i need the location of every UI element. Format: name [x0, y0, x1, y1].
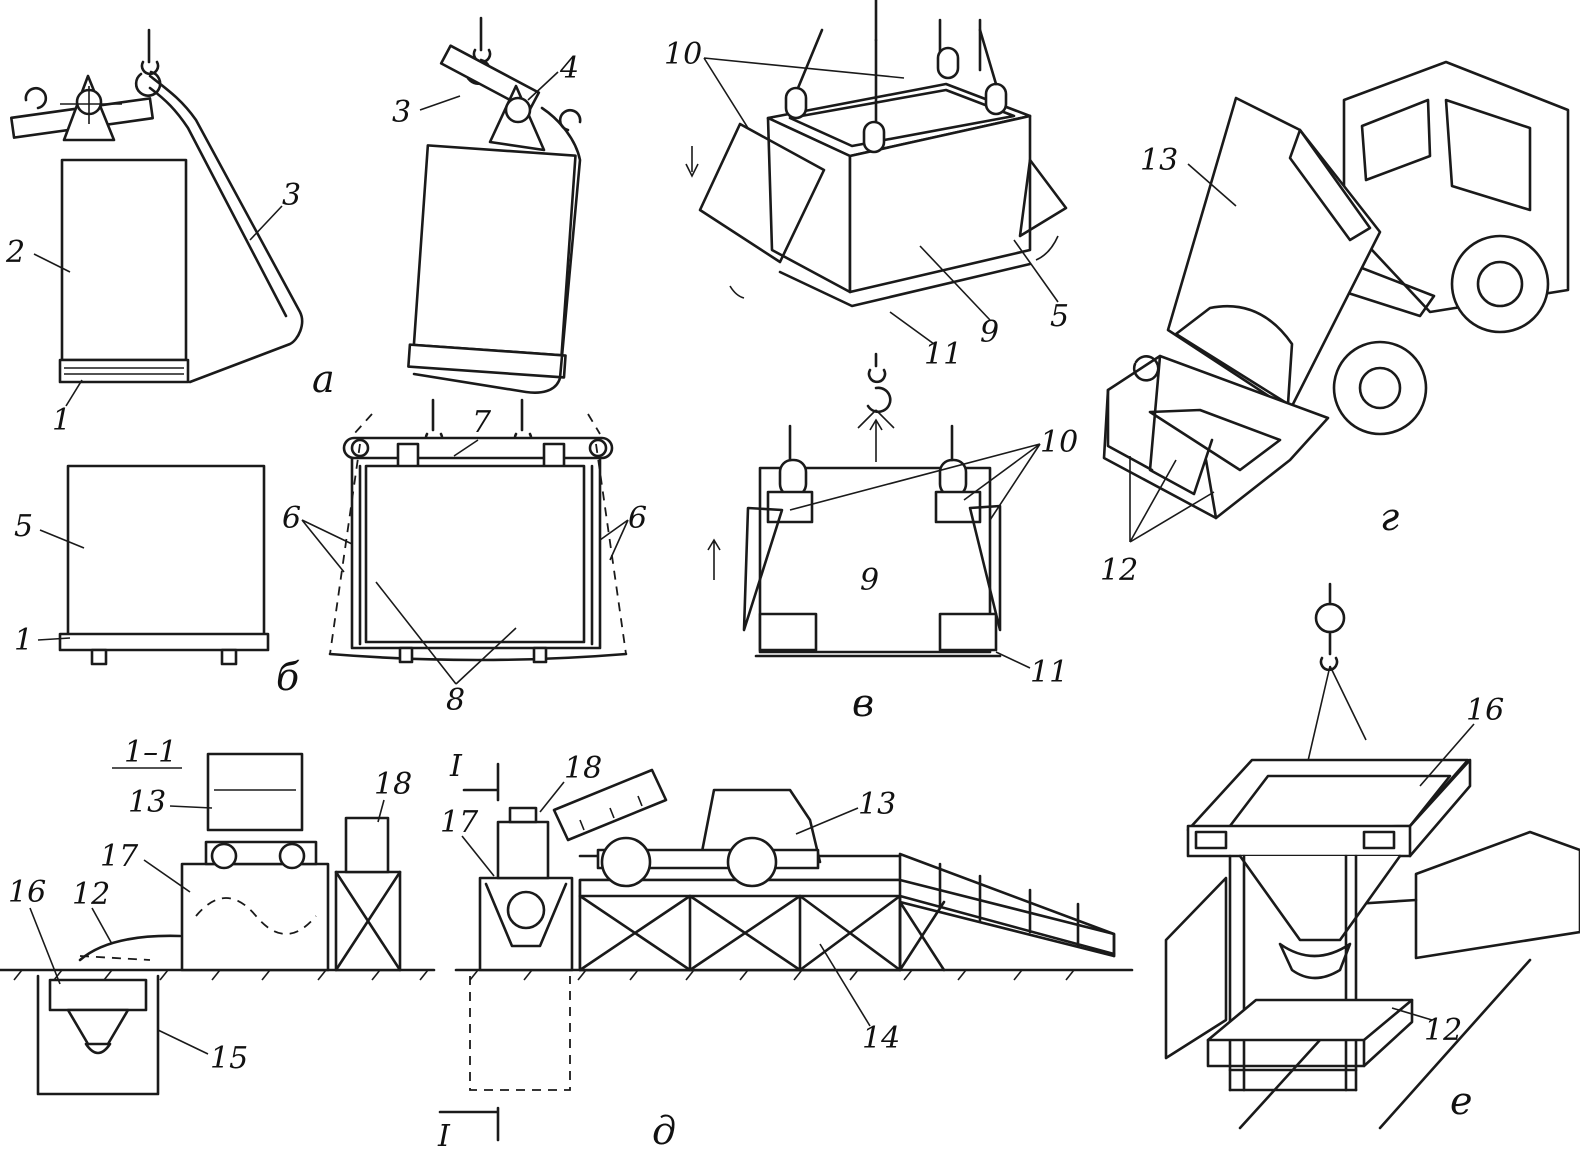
callout-16-d: 16: [8, 875, 46, 910]
section-mark-top: I: [449, 749, 463, 784]
section-mark-bottom: I: [437, 1119, 451, 1154]
callout-17-d: 17: [100, 839, 139, 874]
panel-letter-g: г: [1380, 495, 1399, 539]
callout-12-e: 12: [1424, 1013, 1462, 1048]
callout-18-right: 18: [564, 751, 602, 786]
callout-5: 5: [14, 509, 33, 544]
callout-10-bottom: 10: [1040, 425, 1078, 460]
callout-9-bottom: 9: [860, 563, 879, 598]
callout-5-v: 5: [1050, 299, 1069, 334]
callout-13-d: 13: [128, 785, 166, 820]
callout-13-right: 13: [858, 787, 896, 822]
callout-11-top: 11: [924, 337, 962, 372]
callout-13-g: 13: [1140, 143, 1178, 178]
panel-b-herringbone-pallet: 5 1 б: [14, 464, 300, 699]
callout-2: 2: [5, 235, 25, 270]
callout-12-g: 12: [1100, 553, 1138, 588]
panel-v-container-top: 10 9 5 11: [664, 0, 1069, 372]
panel-container-flaps: 6 6 7 8: [282, 398, 647, 718]
callout-15-d: 15: [210, 1041, 248, 1076]
panel-letter-a: а: [312, 357, 335, 401]
callout-3: 3: [282, 178, 301, 213]
section-label: 1–1: [124, 735, 177, 770]
callout-1-b: 1: [14, 623, 33, 658]
panel-v-container-front: 10 9 11 в: [707, 352, 1078, 725]
panel-letter-e: е: [1450, 1079, 1473, 1123]
panel-g-dump-truck: 13 12 г: [1100, 60, 1570, 588]
panel-a-tilted-stack: 3 4: [392, 16, 582, 394]
panel-letter-d: д: [652, 1109, 676, 1153]
callout-11-bottom: 11: [1030, 655, 1068, 690]
callout-12-d: 12: [72, 877, 110, 912]
callout-6-right: 6: [628, 501, 647, 536]
callout-6-left: 6: [282, 501, 301, 536]
callout-14-right: 14: [862, 1021, 900, 1056]
callout-7: 7: [472, 405, 492, 440]
callout-3-top: 3: [392, 95, 411, 130]
callout-10-top: 10: [664, 37, 702, 72]
panel-letter-v: в: [852, 681, 874, 725]
callout-8: 8: [446, 683, 465, 718]
callout-17-right: 17: [440, 805, 479, 840]
panel-letter-b: б: [276, 655, 300, 699]
panel-d-ramp: I I 18 17 13 14 д: [437, 749, 1134, 1154]
callout-9-top: 9: [980, 315, 999, 350]
callout-18-d: 18: [374, 767, 412, 802]
panel-a-pallet-grip: 2 3 1 а: [5, 28, 335, 438]
callout-16-e: 16: [1466, 693, 1504, 728]
callout-1: 1: [52, 403, 71, 438]
panel-d-section: 1–1 13 17 18 16 12 15: [0, 735, 436, 1096]
panel-e-hopper: 16 12 е: [1164, 582, 1580, 1130]
callout-4: 4: [559, 51, 579, 86]
